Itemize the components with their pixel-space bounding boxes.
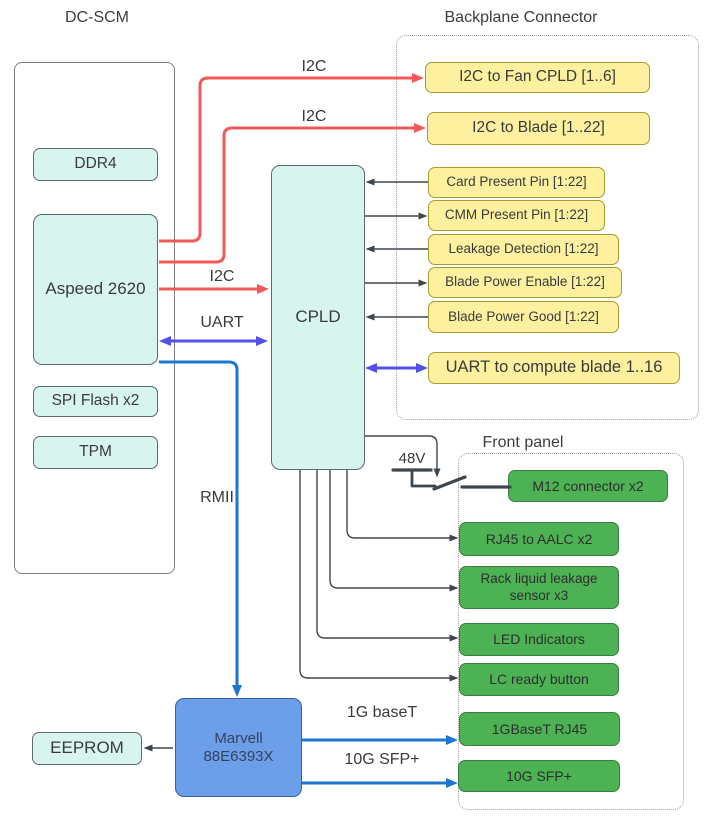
rmii-label: RMII: [200, 489, 234, 506]
cpld-led-arrow: [316, 470, 459, 642]
cpld-lc-ready-arrow: [299, 470, 459, 682]
cpld-block: CPLD: [271, 165, 365, 470]
front-panel-title: Front panel: [482, 434, 564, 451]
blade-power-good-block: Blade Power Good [1:22]: [428, 301, 619, 333]
front-panel-container: [458, 453, 684, 810]
i2c-label-fan: I2C: [301, 58, 327, 75]
aspeed-2620-block: Aspeed 2620: [33, 214, 158, 365]
rj45-aalc-block: RJ45 to AALC x2: [459, 522, 619, 556]
blade-power-enable-block: Blade Power Enable [1:22]: [428, 267, 622, 298]
i2c-label-blade: I2C: [301, 108, 327, 125]
48v-feed-line: [410, 468, 437, 488]
dc-scm-title: DC-SCM: [65, 9, 129, 26]
rack-leakage-sensor-block: Rack liquid leakage sensor x3: [459, 566, 619, 609]
i2c-label-cpld: I2C: [209, 268, 235, 285]
cpld-rj45-aalc-arrow: [346, 470, 459, 542]
sfp10g-block: 10G SFP+: [458, 760, 620, 792]
marvell-label-line2: 88E6393X: [203, 747, 274, 765]
i2c-blade-block: I2C to Blade [1..22]: [427, 112, 650, 145]
uart-label: UART: [200, 314, 244, 331]
uart-compute-blade-block: UART to compute blade 1..16: [428, 352, 680, 384]
lc-ready-button-block: LC ready button: [459, 663, 619, 696]
backplane-title: Backplane Connector: [444, 9, 598, 26]
cmm-present-block: CMM Present Pin [1:22]: [428, 200, 605, 231]
leakage-detection-block: Leakage Detection [1:22]: [428, 234, 619, 265]
led-indicators-block: LED Indicators: [459, 623, 619, 656]
eeprom-block: EEPROM: [32, 732, 142, 765]
card-present-block: Card Present Pin [1:22]: [428, 167, 605, 198]
spi-flash-block: SPI Flash x2: [33, 386, 158, 417]
marvell-label-line1: Marvell: [214, 729, 263, 747]
tpm-block: TPM: [33, 436, 158, 469]
10g-sfp-label: 10G SFP+: [344, 751, 420, 768]
marvell-block: Marvell 88E6393X: [175, 698, 302, 797]
48v-label: 48V: [398, 450, 426, 467]
ddr4-block: DDR4: [33, 148, 158, 181]
i2c-fan-cpld-block: I2C to Fan CPLD [1..6]: [425, 62, 650, 93]
gbaset-rj45-block: 1GBaseT RJ45: [459, 712, 620, 746]
1g-baset-label: 1G baseT: [346, 704, 418, 721]
m12-connector-block: M12 connector x2: [508, 470, 668, 502]
cpld-rack-sensor-arrow: [329, 470, 459, 592]
